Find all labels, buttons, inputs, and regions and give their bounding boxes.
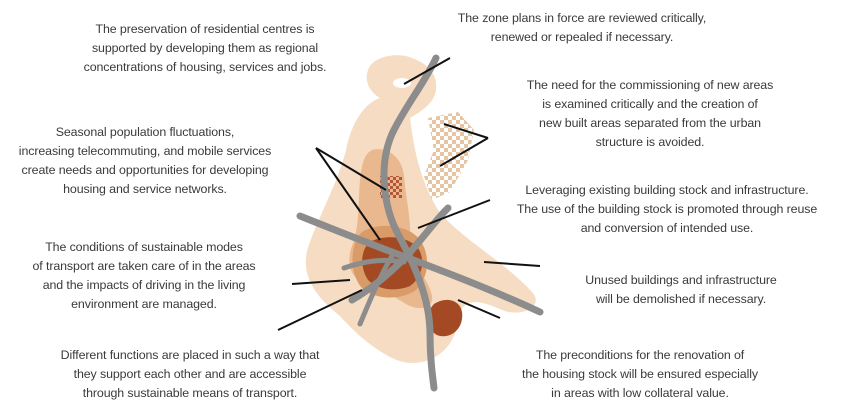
- callout-line: structure is avoided.: [595, 135, 705, 149]
- leader-lines: [277, 57, 541, 331]
- callout-seasonal-population: Seasonal population fluctuations, increa…: [0, 123, 290, 199]
- road-southwest: [357, 253, 395, 327]
- callout-line: Different functions are placed in such a…: [60, 348, 320, 362]
- leader-new-areas-upper: [443, 123, 489, 139]
- main-road-north-south: [380, 54, 440, 392]
- callout-line: and conversion of intended use.: [580, 221, 754, 235]
- road-west-east: [296, 212, 544, 316]
- callout-residential-centres: The preservation of residential centres …: [40, 20, 370, 77]
- leader-zone-plans: [403, 57, 451, 85]
- callout-unused-buildings: Unused buildings and infrastructure will…: [540, 271, 822, 309]
- callout-line: and the impacts of driving in the living: [42, 278, 246, 292]
- callout-line: concentrations of housing, services and …: [83, 60, 327, 74]
- northern-centre-marker: [393, 78, 411, 88]
- leader-seasonal-b: [315, 147, 381, 241]
- callout-line: housing and service networks.: [63, 182, 227, 196]
- callout-line: Seasonal population fluctuations,: [55, 125, 235, 139]
- leader-new-areas-lower: [439, 137, 489, 167]
- callout-line: The need for the commissioning of new ar…: [526, 78, 774, 92]
- callout-functions-placement: Different functions are placed in such a…: [24, 346, 356, 403]
- callout-line: will be demolished if necessary.: [595, 292, 767, 306]
- callout-housing-renovation: The preconditions for the renovation of …: [490, 346, 790, 403]
- callout-line: in areas with low collateral value.: [551, 386, 729, 400]
- callout-line: is examined critically and the creation …: [542, 97, 758, 111]
- callout-line: Leveraging existing building stock and i…: [525, 183, 809, 197]
- leader-seasonal-a: [315, 147, 387, 191]
- callout-line: renewed or repealed if necessary.: [490, 30, 674, 44]
- callout-building-stock: Leveraging existing building stock and i…: [493, 181, 841, 238]
- callout-line: new built areas separated from the urban: [539, 116, 761, 130]
- callout-sustainable-transport: The conditions of sustainable modes of t…: [10, 238, 278, 314]
- scattered-new-development: [424, 112, 474, 200]
- leader-transport: [291, 279, 351, 285]
- callout-line: supported by developing them as regional: [91, 41, 319, 55]
- leader-building-stock: [417, 199, 491, 229]
- callout-line: the housing stock will be ensured especi…: [522, 367, 758, 381]
- leader-unused-buildings: [483, 261, 541, 267]
- leader-housing-renovation: [457, 299, 501, 319]
- callout-line: The conditions of sustainable modes: [45, 240, 243, 254]
- callout-line: of transport are taken care of in the ar…: [32, 259, 256, 273]
- callout-line: through sustainable means of transport.: [82, 386, 298, 400]
- callout-line: Unused buildings and infrastructure: [585, 273, 777, 287]
- leader-functions: [277, 289, 363, 331]
- callout-line: The preconditions for the renovation of: [535, 348, 745, 362]
- secondary-centre: [428, 299, 463, 337]
- callout-line: The zone plans in force are reviewed cri…: [457, 11, 707, 25]
- callout-line: The preservation of residential centres …: [95, 22, 315, 36]
- callout-zone-plans: The zone plans in force are reviewed cri…: [424, 9, 740, 47]
- callout-line: increasing telecommuting, and mobile ser…: [18, 144, 272, 158]
- callout-line: they support each other and are accessib…: [73, 367, 307, 381]
- road-west-branch: [341, 257, 407, 271]
- callout-new-areas: The need for the commissioning of new ar…: [500, 76, 800, 152]
- callout-line: environment are managed.: [71, 297, 217, 311]
- callout-line: create needs and opportunities for devel…: [21, 163, 269, 177]
- callout-line: The use of the building stock is promote…: [516, 202, 818, 216]
